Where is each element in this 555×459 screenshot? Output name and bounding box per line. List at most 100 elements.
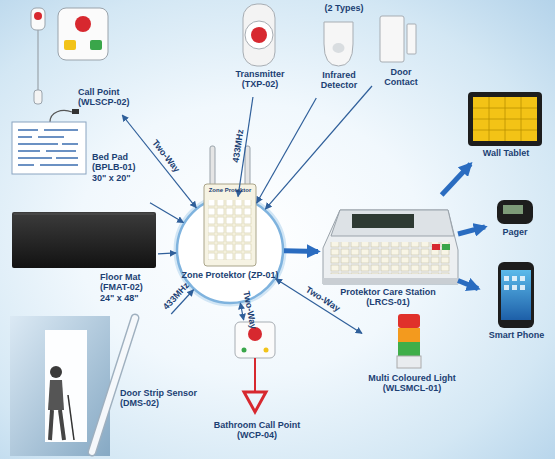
transmitter-art <box>245 21 273 49</box>
node-caption: Door Strip Sensor (DMS-02) <box>120 388 204 409</box>
caption-block: Smart Phone <box>478 330 555 340</box>
caption-block: Infrared Detector <box>308 70 370 91</box>
door-strip-art <box>50 366 62 378</box>
node-caption: Multi Coloured Light (WLSMCL-01) <box>362 373 462 394</box>
signal-link <box>276 279 362 334</box>
door-contact-art <box>407 24 416 54</box>
wall-tablet-art <box>473 97 537 141</box>
multi-coloured-light-art <box>398 328 420 342</box>
zone-protektor-art <box>210 146 215 186</box>
infrared-detector-art <box>324 22 353 66</box>
care-station-art <box>323 210 458 284</box>
zone-protektor-art <box>204 146 256 266</box>
call-point-art <box>90 40 102 50</box>
wall-tablet-art <box>473 97 537 141</box>
bed-pad-art <box>12 109 86 174</box>
door-contact-art <box>380 16 404 62</box>
link-label: Two-Way <box>304 285 342 314</box>
device-node: Door Contact <box>372 15 430 90</box>
flow-arrow <box>442 164 471 195</box>
bathroom-call-point-art <box>235 322 275 358</box>
door-contact-art <box>380 16 416 62</box>
multi-coloured-light-art <box>397 356 421 368</box>
door-strip-art <box>10 316 110 456</box>
hub-circle-halo <box>175 195 285 305</box>
wall-tablet-art <box>468 92 542 146</box>
smart-phone-art <box>501 270 531 320</box>
node-caption: Zone Protektor (ZP-01) <box>180 270 280 280</box>
caption-block: Bathroom Call Point (WCP-04) <box>206 420 308 441</box>
device-node: Bed Pad (BPLB-01)30" x 20" <box>8 118 150 204</box>
door-strip-art <box>60 410 64 440</box>
care-station-art <box>331 210 454 236</box>
note-label: (2 Types) <box>314 3 374 13</box>
flow-arrow <box>458 281 478 289</box>
caption-block: Door Strip Sensor (DMS-02) <box>120 388 204 409</box>
zone-protektor-art <box>204 184 256 266</box>
node-caption: Wall Tablet <box>462 148 550 158</box>
bathroom-call-point-art <box>264 348 269 353</box>
door-strip-art <box>92 318 135 452</box>
smart-phone-art <box>498 262 534 328</box>
bathroom-call-point-art <box>248 327 262 341</box>
device-node: Call Point (WLSCP-02) <box>20 3 135 115</box>
door-strip-art <box>50 410 52 440</box>
signal-link <box>150 203 183 223</box>
station-node: Protektor Care Station (LRCS-01) <box>318 195 458 310</box>
node-caption: Transmitter (TXP-02) <box>225 69 295 90</box>
output-device-node: Smart Phone <box>478 258 555 350</box>
floor-mat-art <box>12 212 156 268</box>
zone-protektor-art <box>208 200 252 260</box>
hub-circle: Zone Protektor (ZP-01) <box>174 194 286 306</box>
zone-protektor-art <box>245 146 250 186</box>
call-point-art <box>31 8 45 30</box>
wall-tablet-art <box>468 92 542 146</box>
signal-link <box>240 303 243 320</box>
device-node: Door Strip Sensor (DMS-02) <box>8 314 204 456</box>
device-node: Floor Mat (FMAT-02)24" x 48" <box>8 206 158 310</box>
call-point-art <box>34 12 42 20</box>
transmitter-art <box>251 27 267 43</box>
caption-block: Wall Tablet <box>462 148 550 158</box>
bed-pad-art <box>12 122 86 174</box>
node-caption: Smart Phone <box>478 330 555 340</box>
transmitter-art <box>243 4 275 66</box>
signal-link <box>257 98 317 203</box>
floor-mat-art <box>12 212 156 268</box>
device-node: Infrared Detector <box>308 18 370 98</box>
door-strip-art <box>48 380 64 410</box>
call-point-art <box>34 90 42 104</box>
node-caption: Bathroom Call Point (WCP-04) <box>206 420 308 441</box>
flow-arrow <box>284 248 318 254</box>
hub-circle-outline <box>174 194 286 306</box>
call-point-art <box>75 16 91 32</box>
bathroom-call-point-art <box>244 392 266 412</box>
care-station-art <box>432 244 440 250</box>
caption-block: Floor Mat (FMAT-02)24" x 48" <box>100 272 158 303</box>
caption-block: Door Contact <box>376 67 426 88</box>
floor-mat-art <box>14 214 154 215</box>
bathroom-call-point-art <box>242 348 247 353</box>
care-station-art <box>442 244 450 250</box>
signal-link <box>238 97 253 197</box>
node-caption: 24" x 48" <box>100 293 158 303</box>
care-station-art <box>323 210 458 284</box>
hub-circle-ring <box>177 197 283 303</box>
multi-coloured-light-art <box>397 314 421 368</box>
infrared-detector-art <box>333 43 345 53</box>
door-strip-art <box>92 318 135 452</box>
link-label: 433MHz <box>230 128 245 163</box>
caption-block: Zone Protektor (ZP-01) <box>180 270 280 280</box>
node-caption: Pager <box>485 227 545 237</box>
caption-block: Multi Coloured Light (WLSMCL-01) <box>362 373 462 394</box>
call-point-art <box>58 8 108 60</box>
node-caption: Call Point (WLSCP-02) <box>78 87 142 108</box>
link-label: Two-Way <box>150 138 182 174</box>
signal-link <box>158 252 176 254</box>
device-node: Multi Coloured Light (WLSMCL-01) <box>362 315 462 415</box>
door-strip-art <box>45 330 87 442</box>
output-device-node: Wall Tablet <box>462 88 550 164</box>
door-strip-art <box>68 395 74 440</box>
caption-block: Call Point (WLSCP-02) <box>78 87 142 108</box>
smart-phone-art <box>498 262 534 328</box>
